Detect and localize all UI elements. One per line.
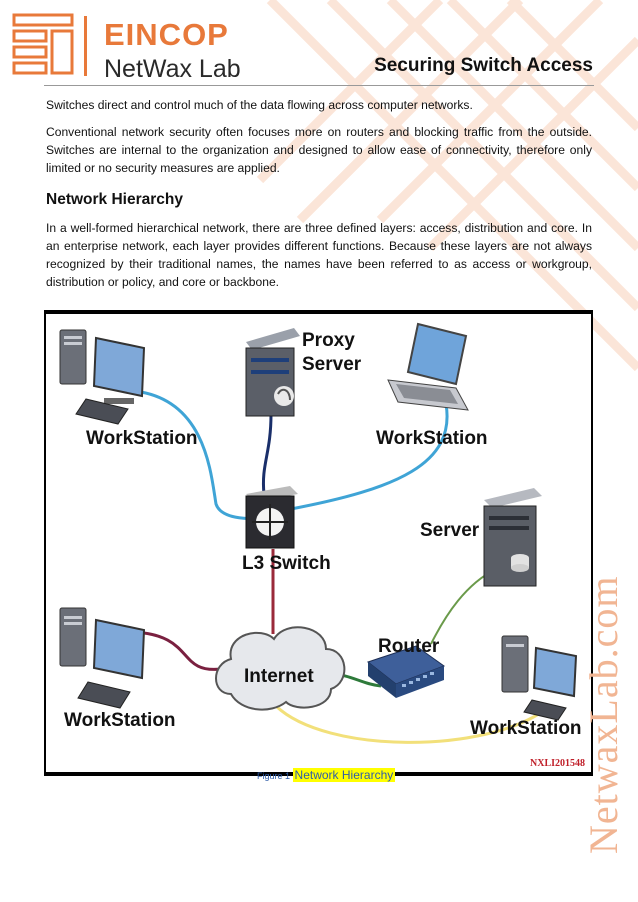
page-title: Securing Switch Access: [374, 55, 593, 76]
label-workstation-top-right: WorkStation: [376, 428, 488, 449]
network-diagram-figure: WorkStation Proxy Server WorkStation: [44, 310, 593, 776]
router-icon: [366, 645, 446, 698]
workstation-icon-bottom-right: [501, 635, 578, 721]
figure-code: NXLI201548: [530, 758, 585, 769]
link-proxy-switch: [261, 413, 273, 495]
label-server: Server: [420, 520, 480, 541]
internet-cloud-icon: [215, 626, 346, 711]
header-divider: [44, 85, 594, 86]
workstation-icon-bottom-left: [59, 607, 146, 709]
label-workstation-bottom-left: WorkStation: [64, 710, 176, 731]
link-ws-tl-switch: [140, 390, 267, 521]
server-icon: [483, 488, 542, 587]
label-workstation-top-left: WorkStation: [86, 428, 198, 449]
paragraph-intro: Switches direct and control much of the …: [46, 98, 473, 112]
caption-prefix: Figure 1: [257, 771, 291, 781]
laptop-icon-top-right: [387, 322, 469, 411]
link-ws-tr-switch: [290, 403, 449, 511]
logo-divider: [84, 16, 87, 76]
company-logo: EINCOP NetWax Lab: [12, 13, 262, 83]
paragraph-security: Conventional network security often focu…: [46, 125, 592, 175]
section-heading: Network Hierarchy: [46, 191, 183, 208]
l3-switch-icon: [245, 486, 298, 549]
logo-mark-icon: [12, 13, 74, 75]
label-internet: Internet: [244, 666, 314, 687]
paragraph-hierarchy: In a well-formed hierarchical network, t…: [46, 221, 592, 289]
label-proxy-line2: Server: [302, 354, 362, 375]
figure-caption: Figure 1 Network Hierarchy: [257, 768, 396, 782]
network-diagram: WorkStation Proxy Server WorkStation: [59, 322, 585, 769]
proxy-server-icon: [245, 328, 300, 417]
workstation-icon-top-left: [59, 329, 146, 425]
watermark: NetwaxLab.com: [560, 558, 632, 854]
label-l3-switch: L3 Switch: [242, 553, 331, 574]
label-workstation-bottom-right: WorkStation: [470, 718, 582, 739]
link-internet-ws-br: [274, 704, 547, 744]
label-router: Router: [378, 636, 440, 657]
watermark-text: NetwaxLab.com: [581, 575, 626, 854]
document-body: Switches direct and control much of the …: [46, 96, 592, 300]
label-proxy-line1: Proxy: [302, 330, 355, 351]
caption-label: Network Hierarchy: [292, 768, 396, 782]
logo-title: EINCOP: [104, 17, 229, 52]
logo-subtitle: NetWax Lab: [104, 55, 241, 83]
link-ws-bl-internet: [130, 630, 222, 671]
